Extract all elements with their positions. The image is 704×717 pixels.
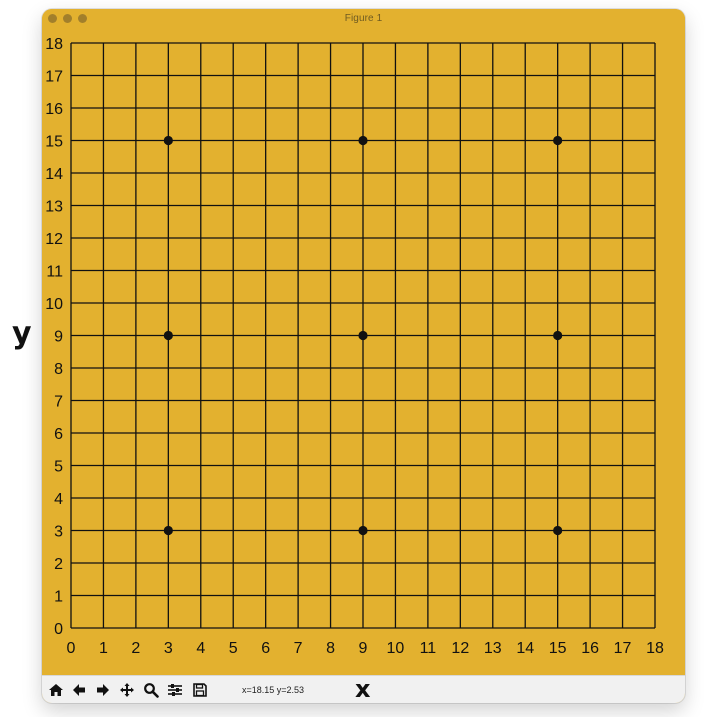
save-button[interactable] — [190, 680, 210, 700]
x-tick-label-17: 17 — [614, 640, 632, 657]
y-tick-label-4: 4 — [54, 491, 63, 508]
y-tick-label-14: 14 — [45, 166, 63, 183]
y-tick-label-5: 5 — [54, 459, 63, 476]
y-tick-label-16: 16 — [45, 101, 63, 118]
x-tick-label-2: 2 — [131, 640, 140, 657]
x-tick-label-6: 6 — [261, 640, 270, 657]
y-tick-label-1: 1 — [54, 589, 63, 606]
star-point-7 — [358, 135, 368, 146]
x-tick-label-9: 9 — [359, 640, 368, 657]
y-tick-label-11: 11 — [46, 264, 63, 281]
x-tick-label-4: 4 — [196, 640, 205, 657]
y-axis-label: y — [12, 316, 32, 351]
home-icon — [49, 684, 63, 696]
move-icon — [120, 683, 134, 697]
star-point-0 — [163, 525, 173, 536]
y-tick-label-3: 3 — [54, 524, 63, 541]
close-window-icon[interactable] — [48, 14, 57, 23]
pan-button[interactable] — [117, 680, 137, 700]
star-point-2 — [553, 525, 563, 536]
x-tick-label-7: 7 — [294, 640, 303, 657]
forward-button[interactable] — [93, 680, 113, 700]
window-title: Figure 1 — [344, 13, 383, 24]
home-button[interactable] — [46, 680, 66, 700]
zoom-window-icon[interactable] — [78, 14, 87, 23]
y-tick-label-18: 18 — [45, 36, 63, 53]
star-point-5 — [553, 330, 563, 341]
x-tick-label-14: 14 — [516, 640, 534, 657]
magnifier-icon — [144, 683, 159, 698]
x-tick-label-13: 13 — [484, 640, 502, 657]
x-tick-label-5: 5 — [229, 640, 238, 657]
x-tick-label-18: 18 — [646, 640, 664, 657]
y-tick-label-10: 10 — [45, 296, 63, 313]
x-tick-label-16: 16 — [581, 640, 599, 657]
star-point-8 — [553, 135, 563, 146]
x-tick-label-3: 3 — [164, 640, 173, 657]
y-tick-label-7: 7 — [54, 394, 63, 411]
y-tick-label-15: 15 — [45, 134, 63, 151]
y-tick-label-17: 17 — [45, 69, 63, 86]
star-point-6 — [163, 135, 173, 146]
star-point-4 — [358, 330, 368, 341]
x-tick-label-8: 8 — [326, 640, 335, 657]
y-tick-label-9: 9 — [54, 329, 63, 346]
star-point-3 — [163, 330, 173, 341]
y-tick-label-8: 8 — [54, 361, 63, 378]
y-tick-label-12: 12 — [45, 231, 63, 248]
y-tick-label-2: 2 — [54, 556, 63, 573]
minimize-window-icon[interactable] — [63, 14, 72, 23]
back-button[interactable] — [69, 680, 89, 700]
x-tick-label-15: 15 — [549, 640, 567, 657]
y-tick-label-0: 0 — [54, 621, 63, 638]
x-tick-label-10: 10 — [387, 640, 405, 657]
y-tick-label-6: 6 — [54, 426, 63, 443]
y-tick-label-13: 13 — [45, 199, 63, 216]
sliders-icon — [168, 684, 182, 696]
floppy-disk-icon — [193, 683, 207, 697]
x-tick-label-11: 11 — [420, 640, 437, 657]
zoom-button[interactable] — [141, 680, 161, 700]
arrow-left-icon — [73, 684, 85, 696]
configure-subplots-button[interactable] — [165, 680, 185, 700]
x-tick-label-12: 12 — [451, 640, 469, 657]
x-axis-label: x — [355, 675, 371, 703]
matplotlib-toolbar: x=18.15 y=2.53 x — [42, 675, 685, 703]
arrow-right-icon — [97, 684, 109, 696]
x-tick-label-1: 1 — [99, 640, 108, 657]
title-bar: Figure 1 — [42, 9, 685, 28]
x-tick-label-0: 0 — [67, 640, 76, 657]
coordinate-readout: x=18.15 y=2.53 — [242, 685, 305, 695]
star-point-1 — [358, 525, 368, 536]
